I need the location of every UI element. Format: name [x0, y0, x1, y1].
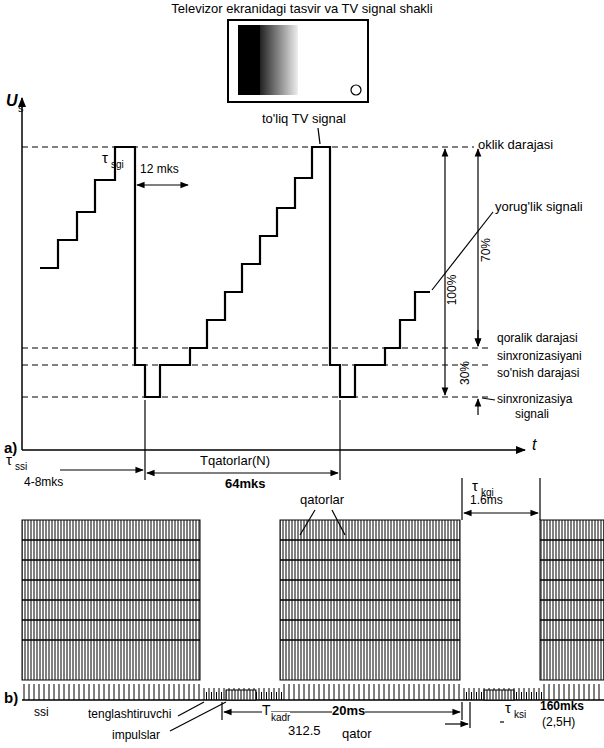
- symbol: τ: [6, 452, 12, 469]
- dimension-text: 160mks: [540, 700, 584, 713]
- subscript: ssi: [15, 461, 27, 472]
- dimension-text: 64mks: [225, 477, 265, 491]
- level-label: oklik darajasi: [478, 138, 553, 152]
- level-label: so'nish darajasi: [497, 367, 579, 380]
- axis-label: U: [6, 92, 18, 110]
- tv-screen: [228, 20, 368, 102]
- dimension-text: 1.6ms: [470, 494, 503, 507]
- callout-text: to'liq TV signal: [262, 112, 346, 126]
- subscript: s: [18, 102, 24, 114]
- line-rows: [22, 540, 604, 640]
- symbol: T: [262, 703, 271, 718]
- axes: [22, 98, 525, 450]
- dimension-text: 12 mks: [140, 163, 179, 176]
- dimension-text: 4-8mks: [24, 476, 63, 489]
- callout-text: signali: [515, 408, 549, 421]
- dimension-text: 312.5: [288, 724, 321, 738]
- sync-pulses: [24, 684, 599, 700]
- level-label: sinxronizasiyani: [497, 350, 582, 363]
- frame-dimensions: [170, 478, 540, 731]
- callout-text: impulslar: [112, 729, 160, 742]
- percent-label: 100%: [446, 275, 459, 306]
- callout-text: ssi: [34, 706, 49, 719]
- dimension-arrows: [60, 128, 495, 480]
- axis-label: t: [532, 436, 536, 454]
- percent-label: 30%: [459, 361, 472, 385]
- symbol: τ: [102, 150, 108, 167]
- tv-waveform: [40, 147, 430, 397]
- subscript: kadr: [271, 712, 290, 723]
- level-label: qoralik darajasi: [497, 332, 578, 345]
- symbol: τ: [505, 700, 511, 717]
- dimension-text: Tqatorlar(N): [200, 454, 270, 468]
- percent-label: 70%: [480, 238, 493, 262]
- dimension-text: qator: [342, 727, 372, 741]
- callout-text: sinxronizasiya: [497, 393, 572, 406]
- symbol: τ: [472, 478, 478, 495]
- subscript: ksi: [514, 709, 526, 720]
- figure-title: Televizor ekranidagi tasvir va TV signal…: [0, 1, 604, 16]
- level-lines: [22, 147, 492, 397]
- subscript: sgi: [111, 159, 124, 170]
- callout-text: yorug'lik signali: [495, 200, 583, 214]
- callout-text: tenglashtiruvchi: [88, 708, 171, 721]
- dimension-text: (2,5H): [542, 716, 575, 729]
- part-label: b): [4, 690, 18, 707]
- callout-text: qatorlar: [300, 493, 344, 507]
- dimension-text: 20ms: [332, 704, 365, 718]
- frame-blocks: [22, 520, 604, 700]
